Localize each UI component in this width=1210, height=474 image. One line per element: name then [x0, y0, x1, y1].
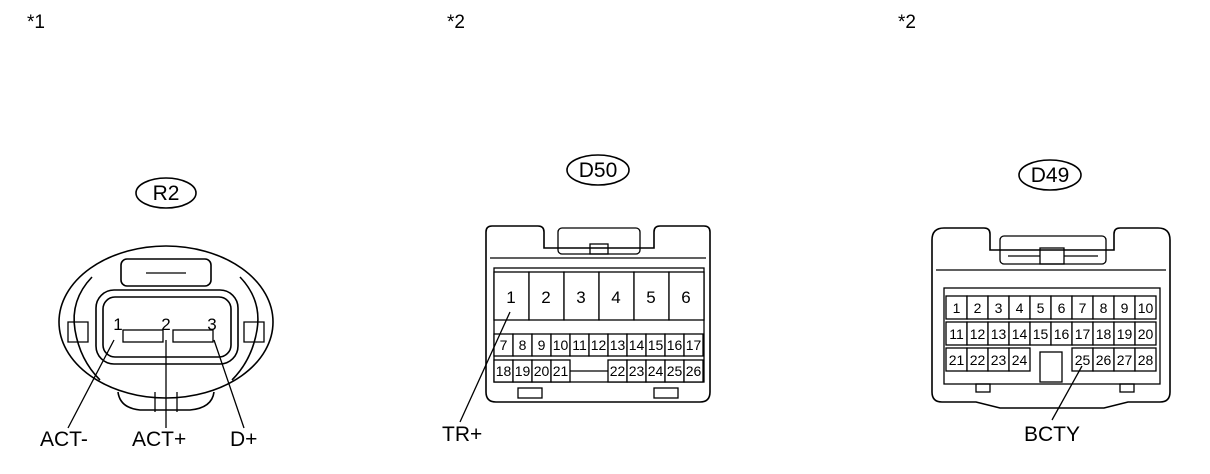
- connector-d49: D49 1 2 3 4 5: [931, 159, 1171, 446]
- pin-d50-17: 17: [686, 337, 702, 353]
- pin-d50-25: 25: [667, 363, 683, 379]
- note-d50: *2: [447, 12, 465, 33]
- pin-d49-6: 6: [1058, 300, 1066, 316]
- d50-top-row: 1 2 3 4 5 6: [493, 271, 705, 321]
- connector-id-d50: D50: [579, 159, 618, 182]
- leader-line-bcty: [1051, 365, 1083, 421]
- connector-d50: D50 1 2 3 4 5 6: [442, 154, 711, 446]
- pin-d49-25: 25: [1075, 352, 1091, 368]
- pin-d49-16: 16: [1054, 326, 1070, 342]
- signal-act-minus: ACT-: [40, 428, 88, 451]
- pin-d49-9: 9: [1121, 300, 1129, 316]
- pin-r2-1: 1: [113, 315, 122, 334]
- pin-d50-5: 5: [646, 288, 655, 307]
- pin-d50-2: 2: [541, 288, 550, 307]
- pin-d50-24: 24: [648, 363, 664, 379]
- connector-id-r2: R2: [153, 182, 180, 205]
- connector-body-d50: [485, 225, 711, 403]
- pin-d50-8: 8: [519, 337, 527, 353]
- connector-id-d49: D49: [1031, 164, 1070, 187]
- pin-d49-8: 8: [1100, 300, 1108, 316]
- pin-d49-24: 24: [1012, 352, 1028, 368]
- pin-d49-22: 22: [970, 352, 986, 368]
- pin-d49-2: 2: [974, 300, 982, 316]
- pin-d49-20: 20: [1138, 326, 1154, 342]
- pin-d49-13: 13: [991, 326, 1007, 342]
- d49-row-2: 11 12 13 14 15 16 17 18 19 20: [945, 321, 1157, 346]
- pin-d50-23: 23: [629, 363, 645, 379]
- pin-d49-28: 28: [1138, 352, 1154, 368]
- signal-tr-plus: TR+: [442, 423, 482, 446]
- pin-d49-1: 1: [953, 300, 961, 316]
- pin-d49-7: 7: [1079, 300, 1087, 316]
- pin-d50-22: 22: [610, 363, 626, 379]
- connector-id-badge: [1018, 159, 1082, 191]
- pin-d50-18: 18: [496, 363, 512, 379]
- pin-d49-17: 17: [1075, 326, 1091, 342]
- pin-r2-3: 3: [207, 315, 216, 334]
- pin-d49-21: 21: [949, 352, 965, 368]
- pin-d50-3: 3: [576, 288, 585, 307]
- pin-cell: [528, 271, 565, 321]
- connector-id-badge: [135, 177, 197, 209]
- connector-r2: R2 1 2 3 ACT- ACT+ D+: [40, 177, 274, 451]
- note-r2: *1: [27, 12, 45, 33]
- pin-d49-15: 15: [1033, 326, 1049, 342]
- signal-act-plus: ACT+: [132, 428, 186, 451]
- pin-d50-16: 16: [667, 337, 683, 353]
- pin-d50-1: 1: [506, 288, 515, 307]
- leader-line-d-plus: [213, 339, 245, 429]
- pin-d49-11: 11: [949, 326, 964, 342]
- pin-d49-18: 18: [1096, 326, 1112, 342]
- pin-d50-20: 20: [534, 363, 550, 379]
- connector-body-r2: [58, 245, 274, 412]
- pin-cell: [493, 271, 530, 321]
- signal-d-plus: D+: [230, 428, 257, 451]
- pin-cell: [668, 271, 705, 321]
- pin-d49-14: 14: [1012, 326, 1028, 342]
- pin-d50-26: 26: [686, 363, 702, 379]
- pin-d49-27: 27: [1117, 352, 1133, 368]
- pin-d50-6: 6: [681, 288, 690, 307]
- pin-d50-11: 11: [572, 337, 587, 353]
- leader-line-tr-plus: [459, 311, 511, 423]
- signal-bcty: BCTY: [1024, 423, 1080, 446]
- d50-row-3: 18 19 20 21 22 23 24 25 26: [493, 359, 704, 383]
- pin-r2-2: 2: [161, 315, 170, 334]
- d49-row-3: 21 22 23 24 25 26 27 28: [945, 347, 1157, 383]
- pin-d49-26: 26: [1096, 352, 1112, 368]
- pin-cell: [633, 271, 670, 321]
- pin-d49-4: 4: [1016, 300, 1024, 316]
- pin-d49-23: 23: [991, 352, 1007, 368]
- pin-d49-12: 12: [970, 326, 986, 342]
- pin-d50-7: 7: [500, 337, 508, 353]
- connector-id-badge: [566, 154, 630, 186]
- d50-row-2: 7 8 9 10 11 12 13 14 15 16 17: [493, 333, 704, 357]
- pin-cell: [563, 271, 600, 321]
- pin-d50-13: 13: [610, 337, 626, 353]
- leader-line-act-minus: [67, 339, 115, 429]
- pin-d49-5: 5: [1037, 300, 1045, 316]
- pin-d49-3: 3: [995, 300, 1003, 316]
- pin-d49-10: 10: [1138, 300, 1154, 316]
- pin-d50-12: 12: [591, 337, 607, 353]
- pin-d50-4: 4: [611, 288, 620, 307]
- pin-d49-19: 19: [1117, 326, 1133, 342]
- note-d49: *2: [898, 12, 916, 33]
- pin-d50-9: 9: [538, 337, 546, 353]
- pin-d50-15: 15: [648, 337, 664, 353]
- pin-d50-19: 19: [515, 363, 531, 379]
- connector-body-d49: [931, 227, 1171, 409]
- pin-d50-10: 10: [553, 337, 569, 353]
- d49-row-1: 1 2 3 4 5 6 7 8 9 10: [945, 295, 1157, 320]
- pin-d50-14: 14: [629, 337, 645, 353]
- pin-d50-21: 21: [553, 363, 569, 379]
